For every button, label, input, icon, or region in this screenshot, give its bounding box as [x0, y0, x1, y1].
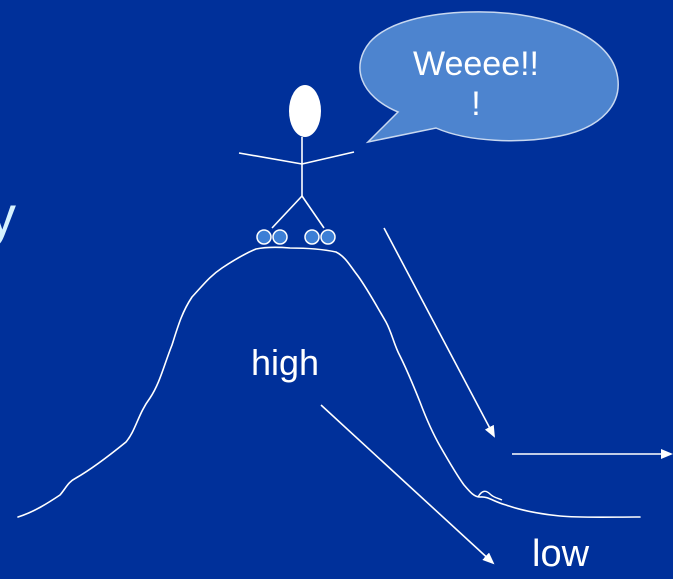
low-label: low [532, 533, 590, 575]
cut-off-title-letter: y [0, 184, 16, 247]
high-to-low-arrow [320, 404, 495, 565]
stick-figure-head [289, 85, 321, 137]
speech-bubble-line-2: ! [471, 85, 481, 123]
wheel [304, 229, 320, 245]
wheel [272, 229, 288, 245]
hill-outline [17, 246, 641, 519]
stick-figure-right-arm [301, 151, 355, 165]
speech-bubble-shape [359, 11, 619, 144]
hill-base-notch [477, 490, 503, 501]
stick-figure-right-leg [301, 195, 325, 229]
stick-figure [238, 85, 355, 229]
wheel [320, 229, 336, 245]
stick-figure-left-arm [238, 152, 303, 165]
stick-figure-left-leg [271, 195, 303, 229]
wheel [256, 229, 272, 245]
downhill-arrow [383, 227, 495, 438]
skate-wheels [256, 229, 336, 245]
speech-bubble-line-1: Weeee!! [412, 45, 539, 83]
high-label: high [251, 342, 320, 383]
speech-bubble-text: Weeee!! ! [366, 44, 586, 124]
